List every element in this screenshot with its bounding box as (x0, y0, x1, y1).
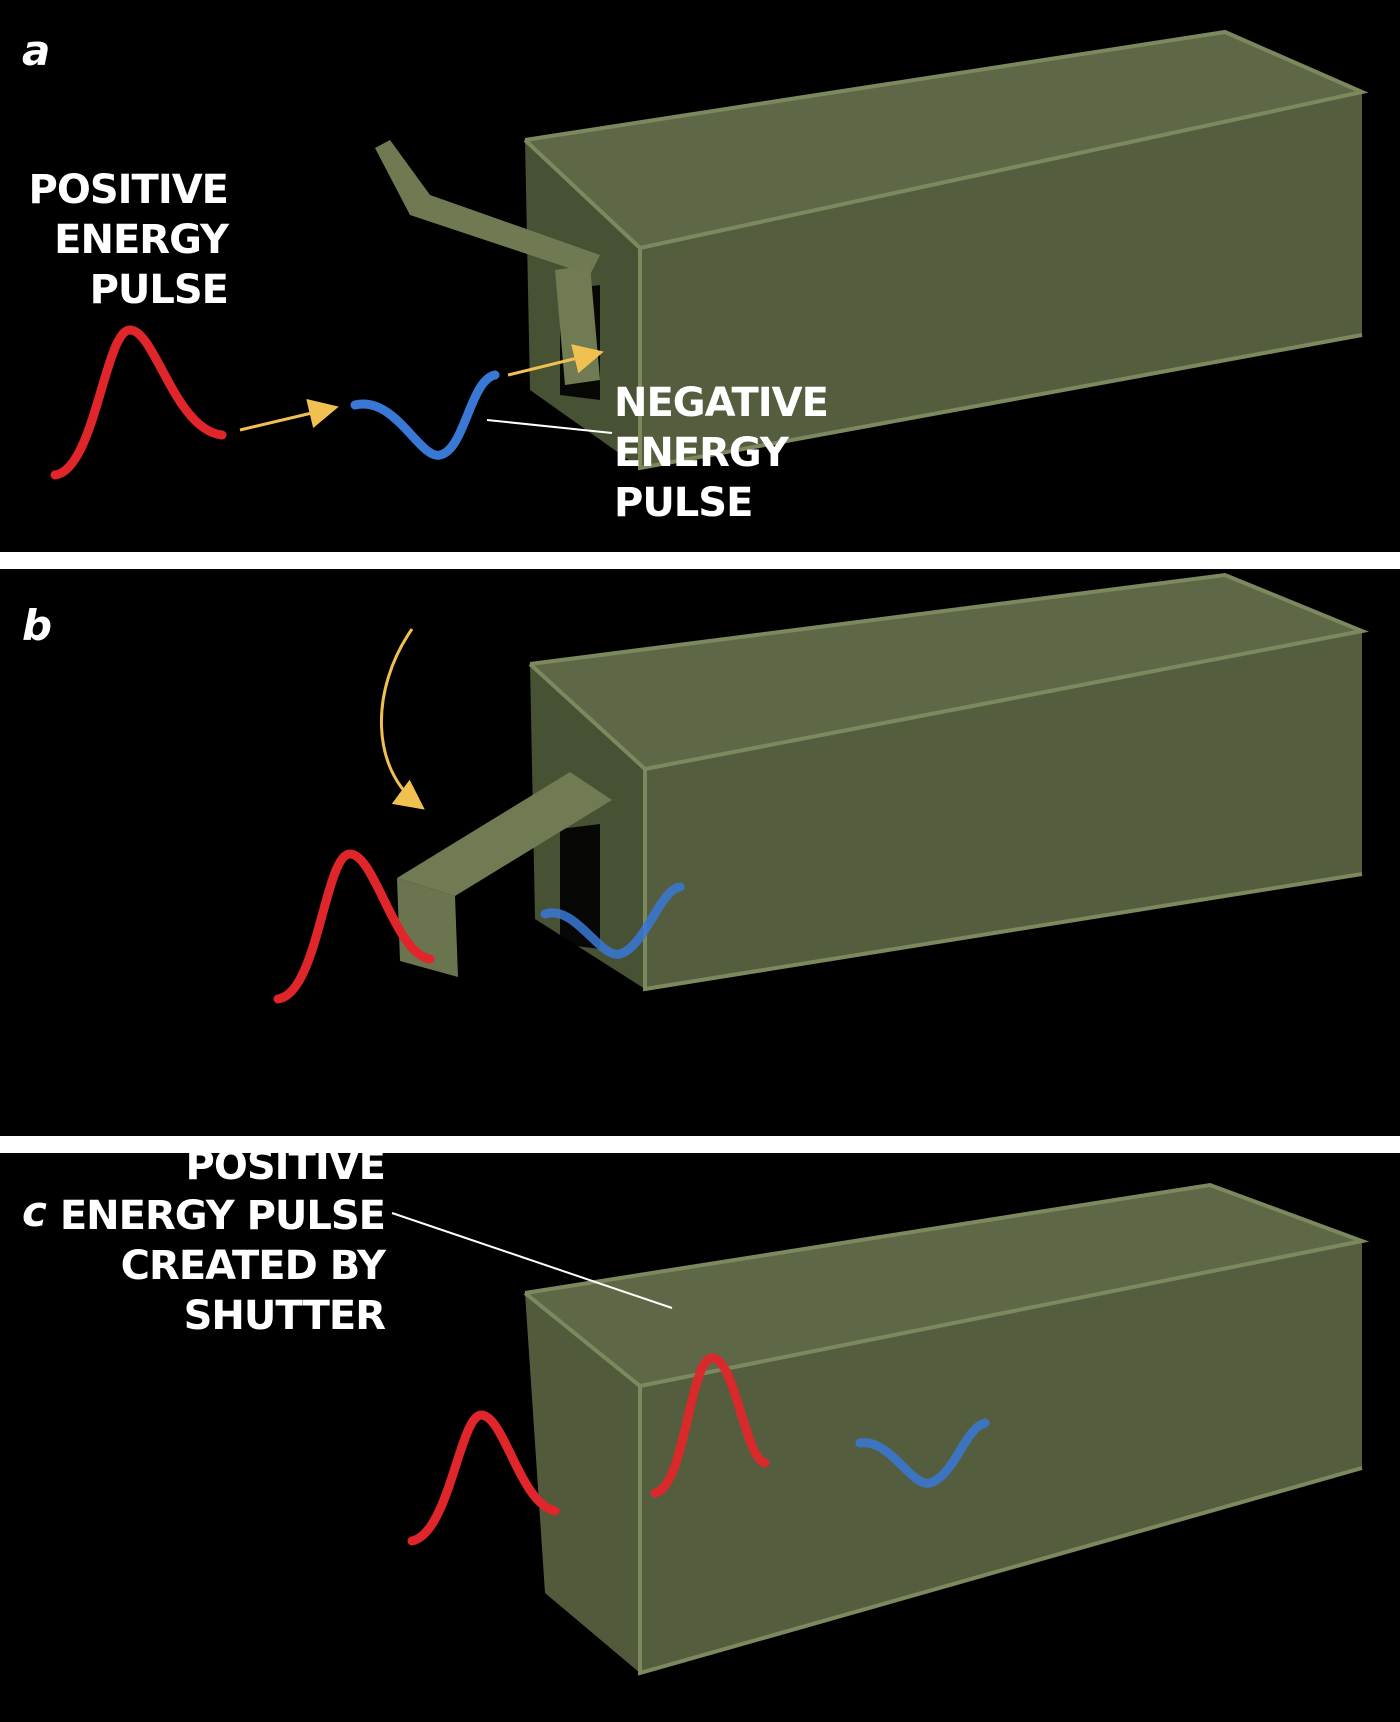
positive-pulse-label: POSITIVE ENERGY PULSE (20, 165, 229, 315)
created-pulse-label: POSITIVE ENERGY PULSE CREATED BY SHUTTER (30, 1153, 386, 1341)
panel-b: b (0, 569, 1400, 1136)
label-line: PULSE (614, 480, 753, 526)
label-line: POSITIVE (28, 167, 229, 213)
positive-pulse-created (650, 1353, 770, 1498)
negative-pulse-label: NEGATIVE ENERGY PULSE (614, 378, 829, 528)
label-line: NEGATIVE (614, 380, 829, 426)
panel-letter: a (22, 26, 51, 75)
negative-pulse (350, 370, 500, 460)
negative-pulse (855, 1418, 990, 1488)
shutter-closing (397, 772, 612, 896)
arrow-1 (239, 398, 339, 432)
arrow-2 (507, 344, 604, 377)
label-line: ENERGY PULSE (59, 1193, 386, 1239)
label-line: ENERGY (54, 217, 229, 263)
chamber-box-b (528, 572, 1369, 992)
label-line: ENERGY (614, 430, 789, 476)
label-line: PULSE (89, 267, 229, 313)
panel-a-scene (50, 29, 1369, 480)
rotation-arrow (379, 628, 425, 810)
label-line: POSITIVE (185, 1153, 386, 1189)
label-line: CREATED BY (120, 1243, 386, 1289)
negative-leader (486, 419, 613, 434)
created-pulse-leader (391, 1212, 673, 1309)
positive-pulse (50, 325, 227, 480)
positive-pulse (273, 849, 435, 1004)
panel-a: a POSITIVE ENERGY PULSE NEGATIVE ENERGY … (0, 0, 1400, 552)
panel-b-scene (273, 572, 1369, 1004)
negative-pulse (540, 882, 685, 959)
label-line: SHUTTER (183, 1293, 386, 1339)
panel-letter: b (22, 601, 53, 650)
chamber-box-c (523, 1182, 1370, 1676)
positive-pulse-outer (407, 1410, 560, 1546)
panel-c-scene (391, 1182, 1370, 1676)
panel-letter: c (22, 1187, 47, 1236)
panel-c: c POSITIVE ENERGY PULSE CREATED BY SHUTT… (0, 1153, 1400, 1722)
